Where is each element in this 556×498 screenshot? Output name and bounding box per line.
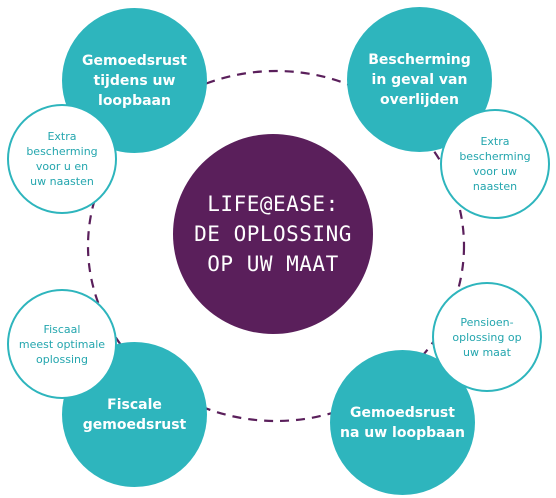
small-circle-label: Fiscaal meest optimale oplossing (18, 322, 106, 366)
main-circle-label: Gemoedsrust na uw loopbaan (339, 404, 465, 441)
main-circle-label: Gemoedsrust tijdens uw loopbaan (82, 52, 187, 109)
main-circle-label: Bescherming in geval van overlijden (368, 51, 471, 108)
small-circle-label: Extra bescherming voor uw naasten (459, 135, 531, 193)
main-circle-label: Fiscale gemoedsrust (82, 396, 187, 433)
small-circle-label: Extra bescherming voor u en uw naasten (26, 130, 98, 188)
small-circle-fiscaal-optimale-oplossing: Fiscaal meest optimale oplossing (7, 289, 117, 399)
small-circle-extra-bescherming-naasten: Extra bescherming voor uw naasten (440, 109, 550, 219)
center-circle: LIFE@EASE: DE OPLOSSING OP UW MAAT (173, 134, 373, 334)
dashed-ring (86, 69, 466, 423)
small-circle-pensioenoplossing: Pensioen- oplossing op uw maat (432, 282, 542, 392)
small-circle-extra-bescherming-u-en-naasten: Extra bescherming voor u en uw naasten (7, 104, 117, 214)
small-circle-label: Pensioen- oplossing op uw maat (452, 315, 522, 359)
center-title: LIFE@EASE: DE OPLOSSING OP UW MAAT (194, 192, 352, 276)
main-circle-gemoedsrust-tijdens-loopbaan: Gemoedsrust tijdens uw loopbaan (62, 8, 207, 153)
